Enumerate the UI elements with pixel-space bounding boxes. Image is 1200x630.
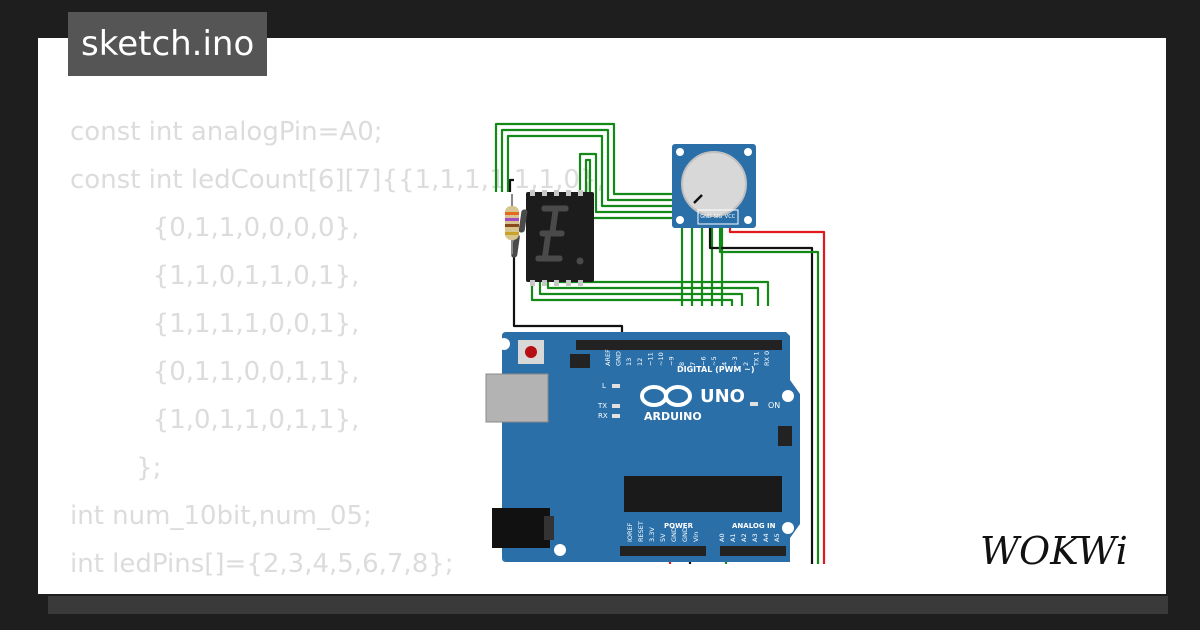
file-tab[interactable]: sketch.ino <box>68 12 268 76</box>
pin-label: ~9 <box>668 356 676 366</box>
power-header-label: POWER <box>664 522 694 530</box>
pin-label: A0 <box>718 533 726 542</box>
pin-label: ~3 <box>731 356 739 366</box>
pot-pin-sig: SIG <box>714 214 723 220</box>
pin-label: GND <box>670 527 678 542</box>
code-line: const int analogPin=A0; <box>70 117 383 147</box>
pin-label: ~11 <box>646 352 654 366</box>
pin-label: 7 <box>689 362 697 366</box>
pin-label: 13 <box>625 358 633 366</box>
board-model: UNO <box>700 386 745 407</box>
pin-label: A3 <box>751 533 759 542</box>
wokwi-logo: WOKWi <box>980 529 1128 573</box>
pin-label: Vin <box>692 532 700 542</box>
resistor <box>505 194 519 254</box>
code-line: {1,0,1,1,0,1,1}, <box>70 405 360 435</box>
pin-label: ~10 <box>657 352 665 366</box>
wire-green-signal <box>718 222 820 564</box>
pin-label: GND <box>681 527 689 542</box>
pin-label: A1 <box>729 533 737 542</box>
arduino-infinity-logo <box>640 385 692 407</box>
board-brand: ARDUINO <box>644 410 702 423</box>
led-l-label: L <box>602 382 606 390</box>
digital-header-label: DIGITAL (PWM ~) <box>677 365 755 374</box>
code-line: const int ledCount[6][7]{{1,1,1,1,1,1,0}… <box>70 165 605 195</box>
pin-label: A4 <box>762 533 770 542</box>
pin-label: A2 <box>740 533 748 542</box>
wire-green-5 <box>584 158 724 306</box>
code-line: }; <box>70 453 162 483</box>
pin-label: TX 1 <box>752 351 760 367</box>
code-line: {1,1,1,1,0,0,1}, <box>70 309 360 339</box>
microcontroller-chip <box>624 476 782 512</box>
pin-label: A5 <box>773 533 781 542</box>
pin-label: RESET <box>637 521 645 542</box>
wokwi-logo-text: WOKWi <box>980 529 1128 573</box>
analog-header <box>720 546 786 556</box>
arduino-uno-board: UNO ARDUINO ON DIGITAL (PWM ~) POWER ANA… <box>485 332 800 562</box>
led-rx-label: RX <box>598 412 608 420</box>
code-line: int ledPins[]={2,3,4,5,6,7,8}; <box>70 549 454 579</box>
digital-header-left <box>576 340 688 350</box>
pin-label: RX 0 <box>763 351 771 366</box>
wire-green-6 <box>530 280 734 306</box>
pin-label: 5V <box>659 533 667 542</box>
wire-red-vcc <box>668 222 826 564</box>
code-editor: const int analogPin=A0; const int ledCoun… <box>70 108 605 594</box>
circuit-diagram: GND SIG VCC <box>485 122 826 564</box>
analog-header-label: ANALOG IN <box>732 522 776 530</box>
pot-pin-gnd: GND <box>700 214 712 220</box>
on-led-label: ON <box>768 401 780 410</box>
pin-label: ~5 <box>710 356 718 366</box>
led-tx-label: TX <box>597 402 607 410</box>
power-header <box>620 546 706 556</box>
wire-black-gnd <box>688 222 814 564</box>
digital-header-right <box>682 340 782 350</box>
pin-label: IOREF <box>626 522 634 542</box>
pin-label: GND <box>615 351 623 366</box>
pin-label: 2 <box>742 362 750 366</box>
code-line: void setup(){ <box>70 588 605 594</box>
pin-label: 12 <box>636 358 644 366</box>
pin-label: 4 <box>721 362 729 366</box>
wire-green-7 <box>538 280 744 306</box>
potentiometer: GND SIG VCC <box>672 144 756 228</box>
pot-pin-vcc: VCC <box>725 214 736 220</box>
preview-card: const int analogPin=A0; const int ledCoun… <box>36 36 1168 596</box>
seven-segment-display <box>511 190 594 286</box>
pin-label: ~6 <box>699 356 707 366</box>
code-line: {0,1,1,0,0,0,0}, <box>70 213 360 243</box>
pin-label: 8 <box>678 362 686 366</box>
pin-label: AREF <box>604 349 612 366</box>
code-line: {0,1,1,0,0,1,1}, <box>70 357 360 387</box>
pin-label: 3.3V <box>648 527 656 542</box>
wire-green-8 <box>546 280 760 306</box>
code-line: {1,1,0,1,1,0,1}, <box>70 261 360 291</box>
code-line: int num_10bit,num_05; <box>70 501 372 531</box>
